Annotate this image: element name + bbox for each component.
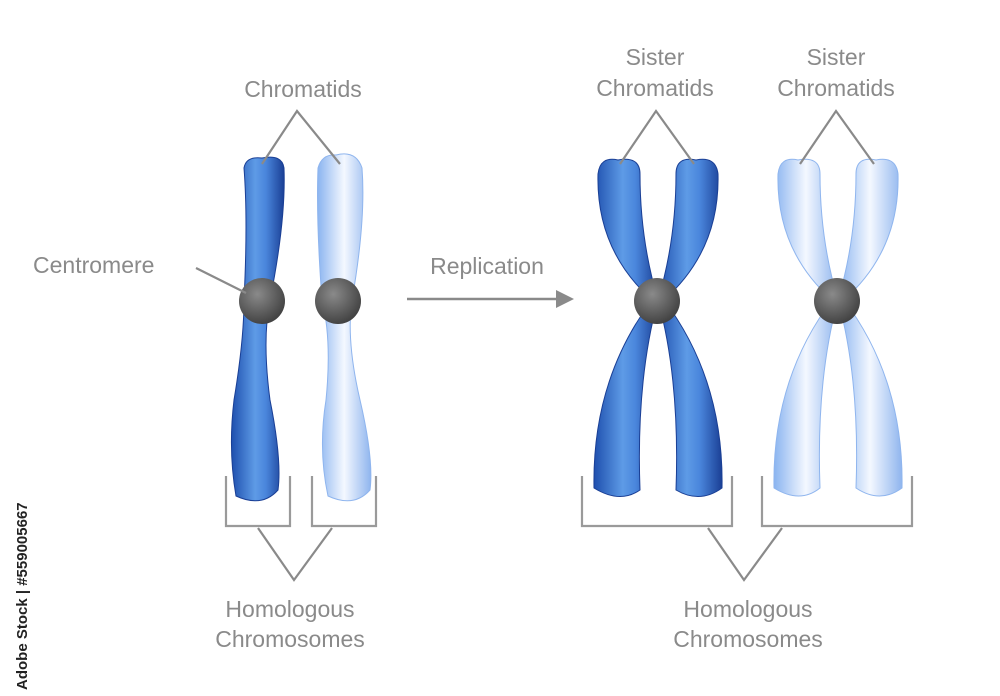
right-dark-chromatid-a — [593, 158, 659, 497]
left-dark-chromosome — [230, 156, 285, 502]
right-bracket-dark — [580, 476, 734, 528]
right-bracket-light — [760, 476, 914, 528]
sister-chromatids-1-line1: Sister — [626, 44, 685, 70]
replication-arrow-head — [556, 290, 574, 308]
right-dark-chromatid-b — [657, 158, 723, 497]
left-light-chromosome — [317, 153, 372, 502]
sister-chromatids-2-leader — [799, 109, 875, 165]
left-homologous-leader — [257, 527, 333, 582]
right-light-chromatid-b — [837, 158, 903, 497]
right-homologous-leader — [707, 527, 783, 582]
homologous-right-line1: Homologous — [683, 596, 812, 622]
chromatids-label: Chromatids — [244, 76, 362, 102]
replication-label: Replication — [430, 253, 544, 279]
left-bracket-dark — [224, 476, 292, 528]
sister-chromatids-2-line2: Chromatids — [777, 75, 895, 101]
left-dark-centromere — [239, 278, 285, 324]
chromatids-leader — [261, 109, 341, 165]
stock-watermark: Adobe Stock | #559005667 — [14, 502, 31, 690]
centromere-leader — [195, 267, 247, 294]
homologous-left-line1: Homologous — [225, 596, 354, 622]
right-dark-centromere — [634, 278, 680, 324]
right-dark-chromosome — [593, 158, 723, 497]
left-light-centromere — [315, 278, 361, 324]
sister-chromatids-1-line2: Chromatids — [596, 75, 714, 101]
right-light-chromosome — [773, 158, 903, 497]
sister-chromatids-1-leader — [619, 109, 695, 165]
right-light-centromere — [814, 278, 860, 324]
homologous-right-line2: Chromosomes — [673, 626, 823, 652]
homologous-left-line2: Chromosomes — [215, 626, 365, 652]
sister-chromatids-2-line1: Sister — [807, 44, 866, 70]
left-bracket-light — [310, 476, 378, 528]
centromere-label: Centromere — [33, 252, 154, 278]
right-light-chromatid-a — [773, 158, 839, 497]
